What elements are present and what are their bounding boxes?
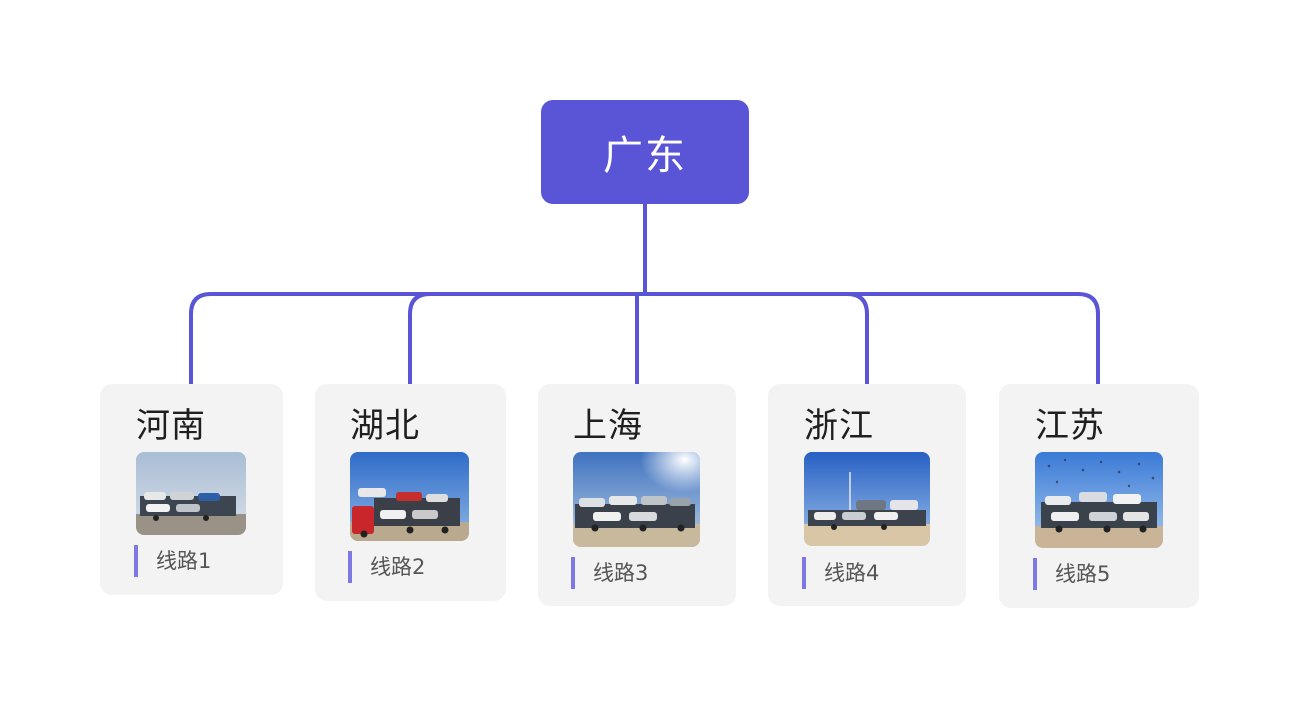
province-card-shanghai: 上海 线路3 [538, 384, 736, 606]
route-label: 线路5 [1033, 558, 1110, 590]
province-title: 上海 [573, 406, 643, 446]
province-card-jiangsu: 江苏 线路5 [999, 384, 1199, 608]
connector-henan [189, 292, 213, 386]
province-title: 江苏 [1035, 406, 1105, 446]
connector-jiangsu [1076, 292, 1100, 386]
province-card-henan: 河南 线路1 [100, 384, 283, 595]
connector-zhejiang [845, 292, 869, 386]
root-node: 广东 [541, 100, 749, 204]
province-card-zhejiang: 浙江 线路4 [768, 384, 966, 606]
car-transport-photo [1035, 452, 1163, 548]
root-label: 广东 [603, 133, 687, 179]
route-label: 线路3 [571, 557, 648, 589]
province-card-hubei: 湖北 线路2 [315, 384, 506, 601]
car-transport-photo [136, 452, 246, 535]
route-label: 线路4 [802, 557, 879, 589]
route-label: 线路1 [134, 545, 211, 577]
car-transport-photo [804, 452, 930, 546]
route-label: 线路2 [348, 551, 425, 583]
province-title: 河南 [136, 406, 206, 446]
car-transport-photo [350, 452, 469, 541]
province-title: 湖北 [350, 406, 420, 446]
connector-hubei [408, 292, 432, 386]
car-transport-photo [573, 452, 700, 547]
province-title: 浙江 [804, 406, 874, 446]
